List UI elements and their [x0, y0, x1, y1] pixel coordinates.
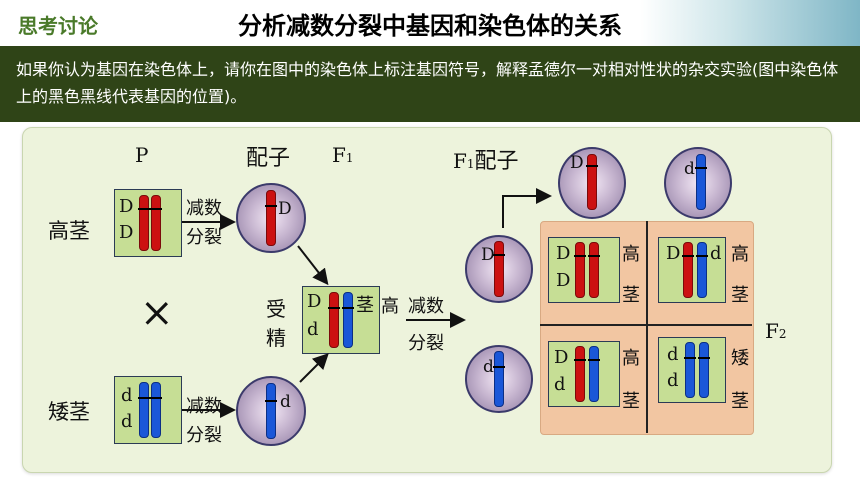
arrow-up-icon: [299, 353, 329, 383]
f2-cell-Dd-bottom: D d: [548, 341, 620, 407]
gene-label: d: [483, 357, 494, 377]
gene-label: D: [307, 291, 322, 312]
gene-label: d: [667, 370, 679, 391]
chromosome-red: [138, 195, 150, 251]
gene-label: D: [119, 196, 134, 217]
gene-label: d: [554, 374, 566, 395]
label-gamete: 配子: [246, 146, 291, 171]
label-f1: F1: [332, 143, 354, 167]
cross-symbol: ×: [140, 290, 174, 336]
section-tag: 思考讨论: [18, 14, 98, 38]
parent-tall-cell: D D: [114, 189, 182, 257]
chromosome-red: [265, 190, 277, 246]
gene-label: d: [710, 243, 722, 264]
chromosome-blue: [342, 292, 354, 348]
fertilization-label: 受: [266, 297, 286, 321]
f2-trait-label: 茎: [622, 391, 640, 412]
f2-cell-Dd-top: D d: [658, 237, 726, 303]
gene-label: D: [570, 153, 584, 173]
slide-header: 思考讨论 分析减数分裂中基因和染色体的关系: [0, 0, 860, 46]
meiosis-label: 减数: [186, 396, 222, 417]
chromosome-blue: [493, 351, 505, 407]
chromosome-red: [586, 154, 598, 210]
label-f1-gamete: F1配子: [453, 149, 519, 174]
f2-divider-horizontal: [540, 324, 752, 326]
gene-label: d: [121, 385, 133, 406]
instruction-text: 如果你认为基因在染色体上，请你在图中的染色体上标注基因符号，解释孟德尔一对相对性…: [16, 60, 839, 106]
chromosome-blue: [150, 382, 162, 438]
gene-label: D: [556, 243, 571, 264]
gene-label: d: [280, 392, 291, 412]
meiosis-label: 减数: [186, 198, 222, 219]
f2-trait-label: 高: [622, 244, 640, 265]
meiosis-label: 减数: [408, 296, 444, 317]
gene-label: D: [481, 245, 495, 265]
meiosis-label: 分裂: [186, 227, 222, 248]
chromosome-blue: [696, 242, 708, 298]
gene-label: d: [121, 411, 133, 432]
meiosis-label: 分裂: [408, 333, 444, 354]
f2-trait-label: 茎: [731, 285, 749, 306]
chromosome-blue: [684, 342, 696, 398]
gene-label: D: [554, 347, 569, 368]
f1-gamete-D-left: D: [465, 235, 533, 303]
meiosis-label: 分裂: [186, 425, 222, 446]
chromosome-red: [328, 292, 340, 348]
f2-cell-DD: D D: [548, 237, 620, 303]
gamete-D: D: [236, 183, 306, 253]
chromosome-red: [150, 195, 162, 251]
parent-short-cell: d d: [114, 376, 182, 444]
label-tall-parent: 高茎: [48, 219, 90, 243]
chromosome-red: [588, 242, 600, 298]
f1-gamete-d-top: d: [664, 147, 732, 219]
gene-label: D: [666, 243, 681, 264]
header-decoration: [640, 0, 860, 46]
arrow-down-icon: [297, 245, 329, 286]
label-p: P: [135, 143, 149, 167]
f1-trait-label: 高: [381, 296, 399, 317]
chromosome-red: [574, 242, 586, 298]
label-short-parent: 矮茎: [48, 400, 90, 424]
f1-gamete-d-left: d: [465, 345, 533, 413]
f1-trait-label: 茎: [356, 295, 374, 316]
chromosome-red: [574, 346, 586, 402]
chromosome-red: [493, 241, 505, 297]
f1-gamete-D-top: D: [558, 147, 626, 219]
f2-trait-label: 矮: [731, 348, 749, 369]
chromosome-blue: [265, 383, 277, 439]
gene-label: D: [278, 199, 292, 219]
label-f2: F2: [765, 319, 787, 343]
f2-trait-label: 高: [731, 244, 749, 265]
instruction-bar: 如果你认为基因在染色体上，请你在图中的染色体上标注基因符号，解释孟德尔一对相对性…: [0, 46, 860, 122]
fertilization-label: 精: [266, 326, 286, 350]
elbow-arrow-icon: [502, 188, 552, 228]
chromosome-blue: [138, 382, 150, 438]
gene-label: d: [307, 319, 319, 340]
chromosome-blue: [588, 346, 600, 402]
chromosome-red: [682, 242, 694, 298]
chromosome-blue: [698, 342, 710, 398]
gamete-d: d: [236, 376, 306, 446]
f2-trait-label: 茎: [622, 285, 640, 306]
f2-divider-vertical: [646, 221, 648, 433]
gene-label: d: [667, 344, 679, 365]
f2-trait-label: 高: [622, 348, 640, 369]
f1-cell: D d 茎: [302, 286, 380, 354]
gene-label: D: [556, 270, 571, 291]
f2-cell-dd: d d: [658, 337, 726, 403]
gene-label: D: [119, 222, 134, 243]
chromosome-blue: [695, 154, 707, 210]
f2-trait-label: 茎: [731, 391, 749, 412]
gene-label: d: [684, 159, 695, 179]
slide-title: 分析减数分裂中基因和染色体的关系: [238, 12, 622, 40]
